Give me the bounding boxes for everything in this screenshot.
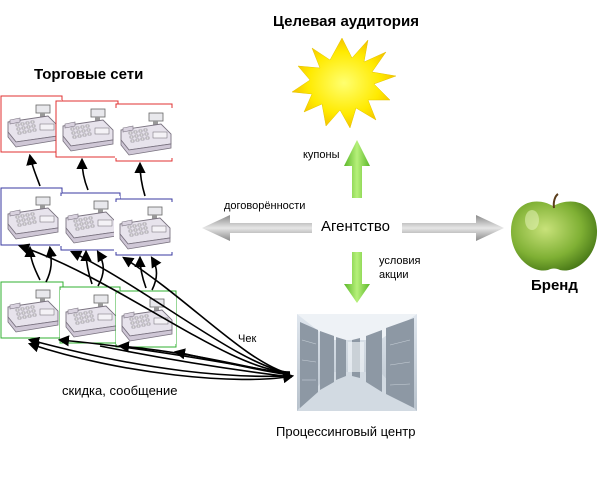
cash-register-icon <box>115 293 177 345</box>
processing-center-label: Процессинговый центр <box>276 424 416 439</box>
apple-icon <box>510 193 598 271</box>
arrow-up-coupons <box>344 140 370 198</box>
cash-register-icon <box>114 107 176 159</box>
cash-register-icon <box>56 103 118 155</box>
cash-register-icon <box>1 284 63 336</box>
flow-arrows-processing <box>17 243 295 384</box>
cash-register-icon <box>59 195 121 247</box>
agreements-label: договорённости <box>224 200 306 212</box>
server-room-image <box>297 314 417 411</box>
register-row-2 <box>0 187 175 256</box>
promo-terms-line1: условия <box>379 255 421 267</box>
sun-burst-icon <box>291 37 397 129</box>
receipt-label: Чек <box>238 333 257 345</box>
retail-chains-label: Торговые сети <box>34 66 144 83</box>
register-row-1 <box>0 95 176 162</box>
cash-register-icon <box>1 99 63 151</box>
register-row-3 <box>0 281 177 348</box>
cash-register-icon <box>1 191 63 243</box>
cash-register-icon <box>113 201 175 253</box>
flow-arrows-registers <box>24 153 162 291</box>
brand-label: Бренд <box>531 277 578 294</box>
promo-terms-line2: акции <box>379 269 409 281</box>
coupons-label: купоны <box>303 149 340 161</box>
arrow-right-brand <box>402 215 504 241</box>
arrow-down-terms <box>344 252 370 303</box>
arrow-left-agreements <box>202 215 312 241</box>
agency-label: Агентство <box>321 218 390 235</box>
cash-register-icon <box>59 289 121 341</box>
target-audience-label: Целевая аудитория <box>273 13 419 30</box>
discount-message-label: скидка, сообщение <box>62 383 178 398</box>
